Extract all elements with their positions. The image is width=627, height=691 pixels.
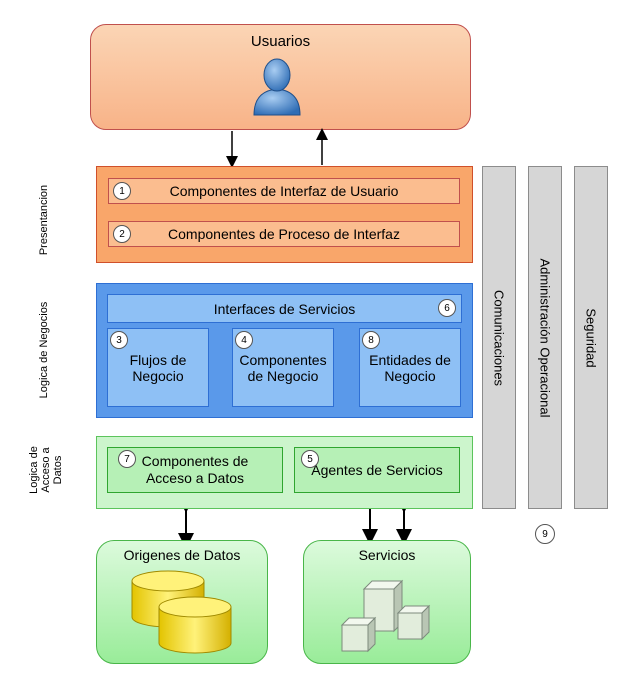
data-sources-title: Origenes de Datos [123,547,241,563]
security-label: Seguridad [583,307,599,368]
card-line: Acceso a Datos [145,470,245,486]
number-badge: 8 [362,331,380,349]
ui-components-label: Componentes de Interfaz de Usuario [169,183,399,199]
users-box: Usuarios [90,24,471,130]
card-line: Entidades de [369,351,451,368]
number-badge: 9 [535,524,555,544]
services-title: Servicios [358,547,416,563]
number-badge: 3 [110,331,128,349]
ui-process-label: Componentes de Proceso de Interfaz [168,226,400,242]
business-workflows: 3 Flujos de Negocio [107,328,209,407]
database-icon [131,570,232,654]
card-line: Componentes [239,351,327,368]
number-badge: 7 [118,450,136,468]
communications-label: Comunicaciones [491,289,507,386]
ui-components-row: 1 Componentes de Interfaz de Usuario [108,178,460,204]
number-badge: 2 [113,225,131,243]
card-line: Agentes de Servicios [311,461,443,478]
data-sources-box: Origenes de Datos [96,540,268,664]
service-interfaces: Interfaces de Servicios 6 [107,294,462,323]
number-badge: 1 [113,182,131,200]
data-layer-label-line: Datos [52,455,64,485]
ui-process-row: 2 Componentes de Proceso de Interfaz [108,221,460,247]
number-badge: 6 [438,299,456,317]
card-line: Negocio [132,367,184,384]
card-line: Negocio [384,367,436,384]
users-title: Usuarios [250,33,311,50]
services-box: Servicios [303,540,471,664]
service-interfaces-label: Interfaces de Servicios [213,300,356,317]
data-access-components: 7 Componentes de Acceso a Datos [107,447,283,493]
data-layer-label-line: Logica de [28,446,40,494]
business-entities: 8 Entidades de Negocio [359,328,461,407]
operational-management-label: Administración Operacional [537,258,553,417]
communications-column: Comunicaciones [482,166,516,509]
service-agents: 5 Agentes de Servicios [294,447,460,493]
business-layer: Interfaces de Servicios 6 3 Flujos de Ne… [96,283,473,418]
cubes-icon [340,579,431,653]
business-components: 4 Componentes de Negocio [232,328,334,407]
security-column: Seguridad [574,166,608,509]
business-layer-label: Logica de Negocios [38,301,50,399]
data-layer-label: Logica de Acceso a Datos [28,446,64,494]
number-badge: 5 [301,450,319,468]
data-access-layer: 7 Componentes de Acceso a Datos 5 Agente… [96,436,473,509]
presentation-layer-label: Presentancion [38,184,50,256]
user-icon [253,58,301,116]
number-badge: 4 [235,331,253,349]
card-line: de Negocio [247,367,319,384]
card-line: Flujos de [129,351,187,368]
operational-management-column: Administración Operacional [528,166,562,509]
presentation-layer: 1 Componentes de Interfaz de Usuario 2 C… [96,166,473,263]
card-line: Componentes de [141,453,249,469]
data-layer-label-line: Acceso a [40,447,52,493]
